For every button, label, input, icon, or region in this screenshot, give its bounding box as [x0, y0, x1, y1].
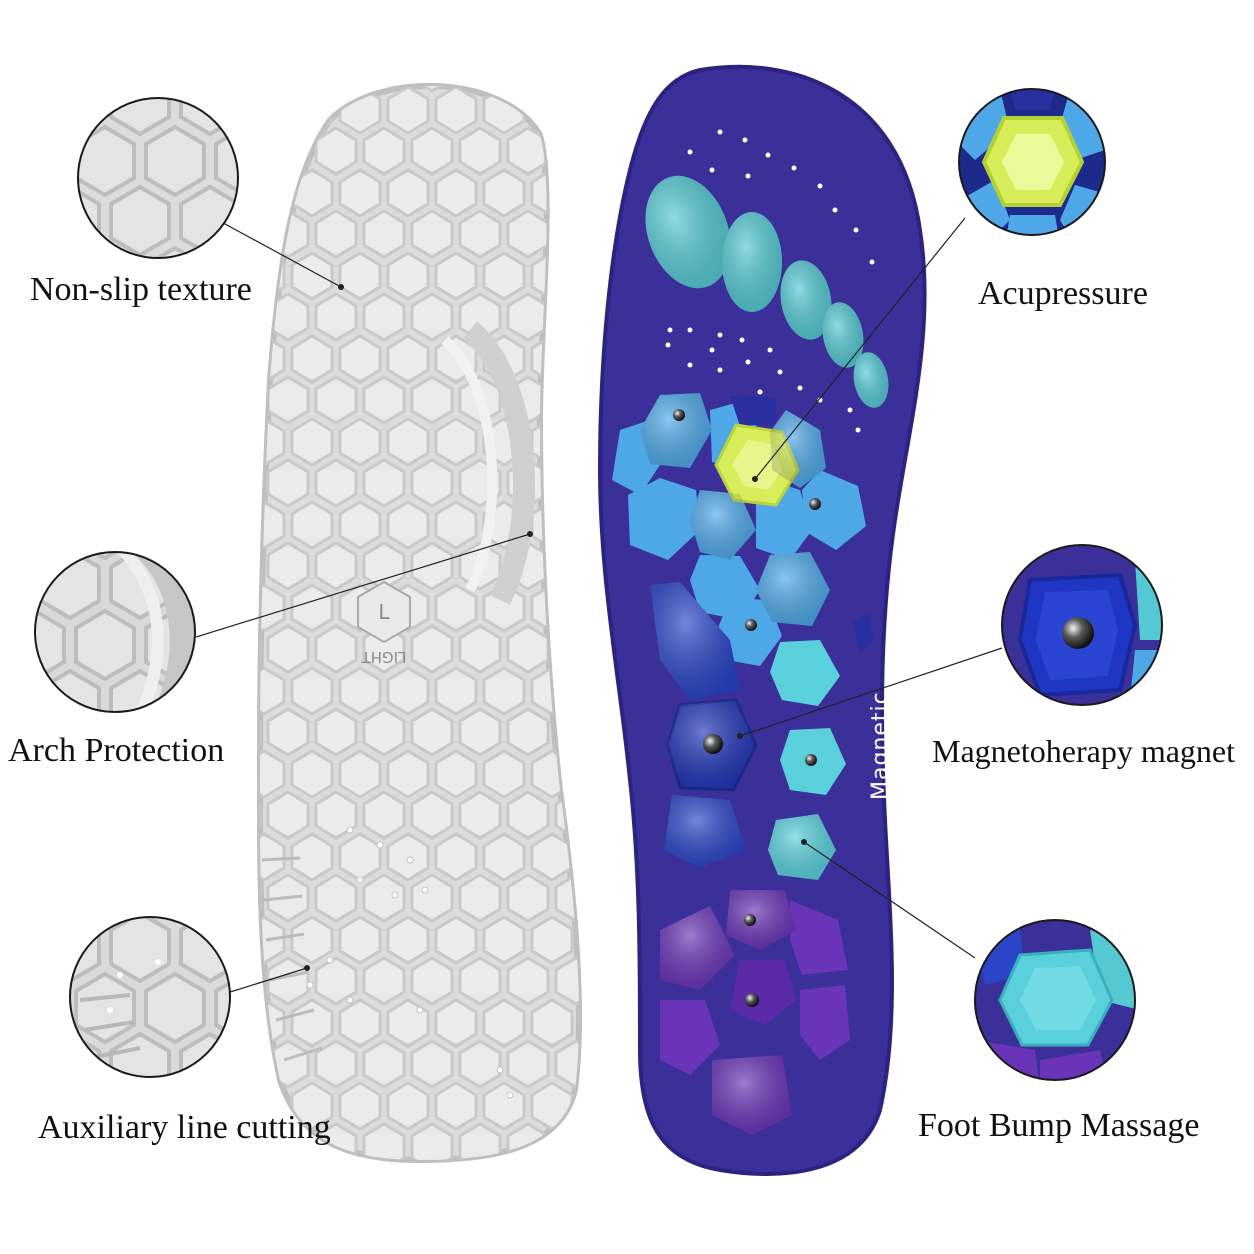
label-magnetotherapy-magnet: Magnetoherapy magnet [932, 733, 1235, 769]
magnet-dot-icon [1062, 617, 1094, 649]
svg-text:L: L [378, 600, 390, 624]
callout-circle-icon [1001, 544, 1163, 706]
callout-bump [974, 919, 1136, 1081]
callout-circle-icon [34, 551, 196, 713]
callout-non-slip [77, 97, 239, 259]
callout-magnet [1001, 544, 1163, 706]
label-acupressure: Acupressure [978, 275, 1148, 312]
callout-circle-icon [974, 919, 1136, 1081]
callout-lines [195, 217, 1003, 994]
insole-brand-text: Magnetic [868, 691, 893, 800]
toe-bumps [645, 175, 889, 408]
callout-acupressure [958, 88, 1106, 236]
insole-top-view: Magnetic [597, 64, 927, 1176]
label-auxiliary-line-cutting: Auxiliary line cutting [38, 1109, 331, 1146]
magnet-dot-icon [744, 914, 756, 926]
callout-arch [34, 551, 196, 713]
callout-circle-icon [77, 97, 239, 259]
magnet-dots [673, 409, 821, 1007]
magnet-dot-icon [745, 993, 759, 1007]
label-arch-protection: Arch Protection [8, 732, 225, 769]
magnet-dot-icon [805, 754, 817, 766]
ventilation-holes [665, 129, 875, 433]
callout-anchors [304, 284, 807, 971]
callout-circle-icon [958, 88, 1106, 236]
sole-bottom-view: L LIGHT [256, 82, 583, 1164]
label-non-slip-texture: Non-slip texture [30, 271, 252, 308]
sole-size-mark: L LIGHT [357, 580, 411, 666]
forefoot-bumps [612, 393, 874, 666]
svg-text:LIGHT: LIGHT [361, 648, 407, 666]
magnet-dot-icon [809, 498, 821, 510]
callout-auxiliary [69, 916, 231, 1078]
magnet-dot-icon [673, 409, 685, 421]
label-foot-bump-massage: Foot Bump Massage [918, 1107, 1200, 1144]
magnet-dot-icon [745, 619, 757, 631]
callout-circle-icon [69, 916, 231, 1078]
heel-bumps [660, 890, 850, 1135]
magnet-dot-icon [703, 734, 723, 754]
